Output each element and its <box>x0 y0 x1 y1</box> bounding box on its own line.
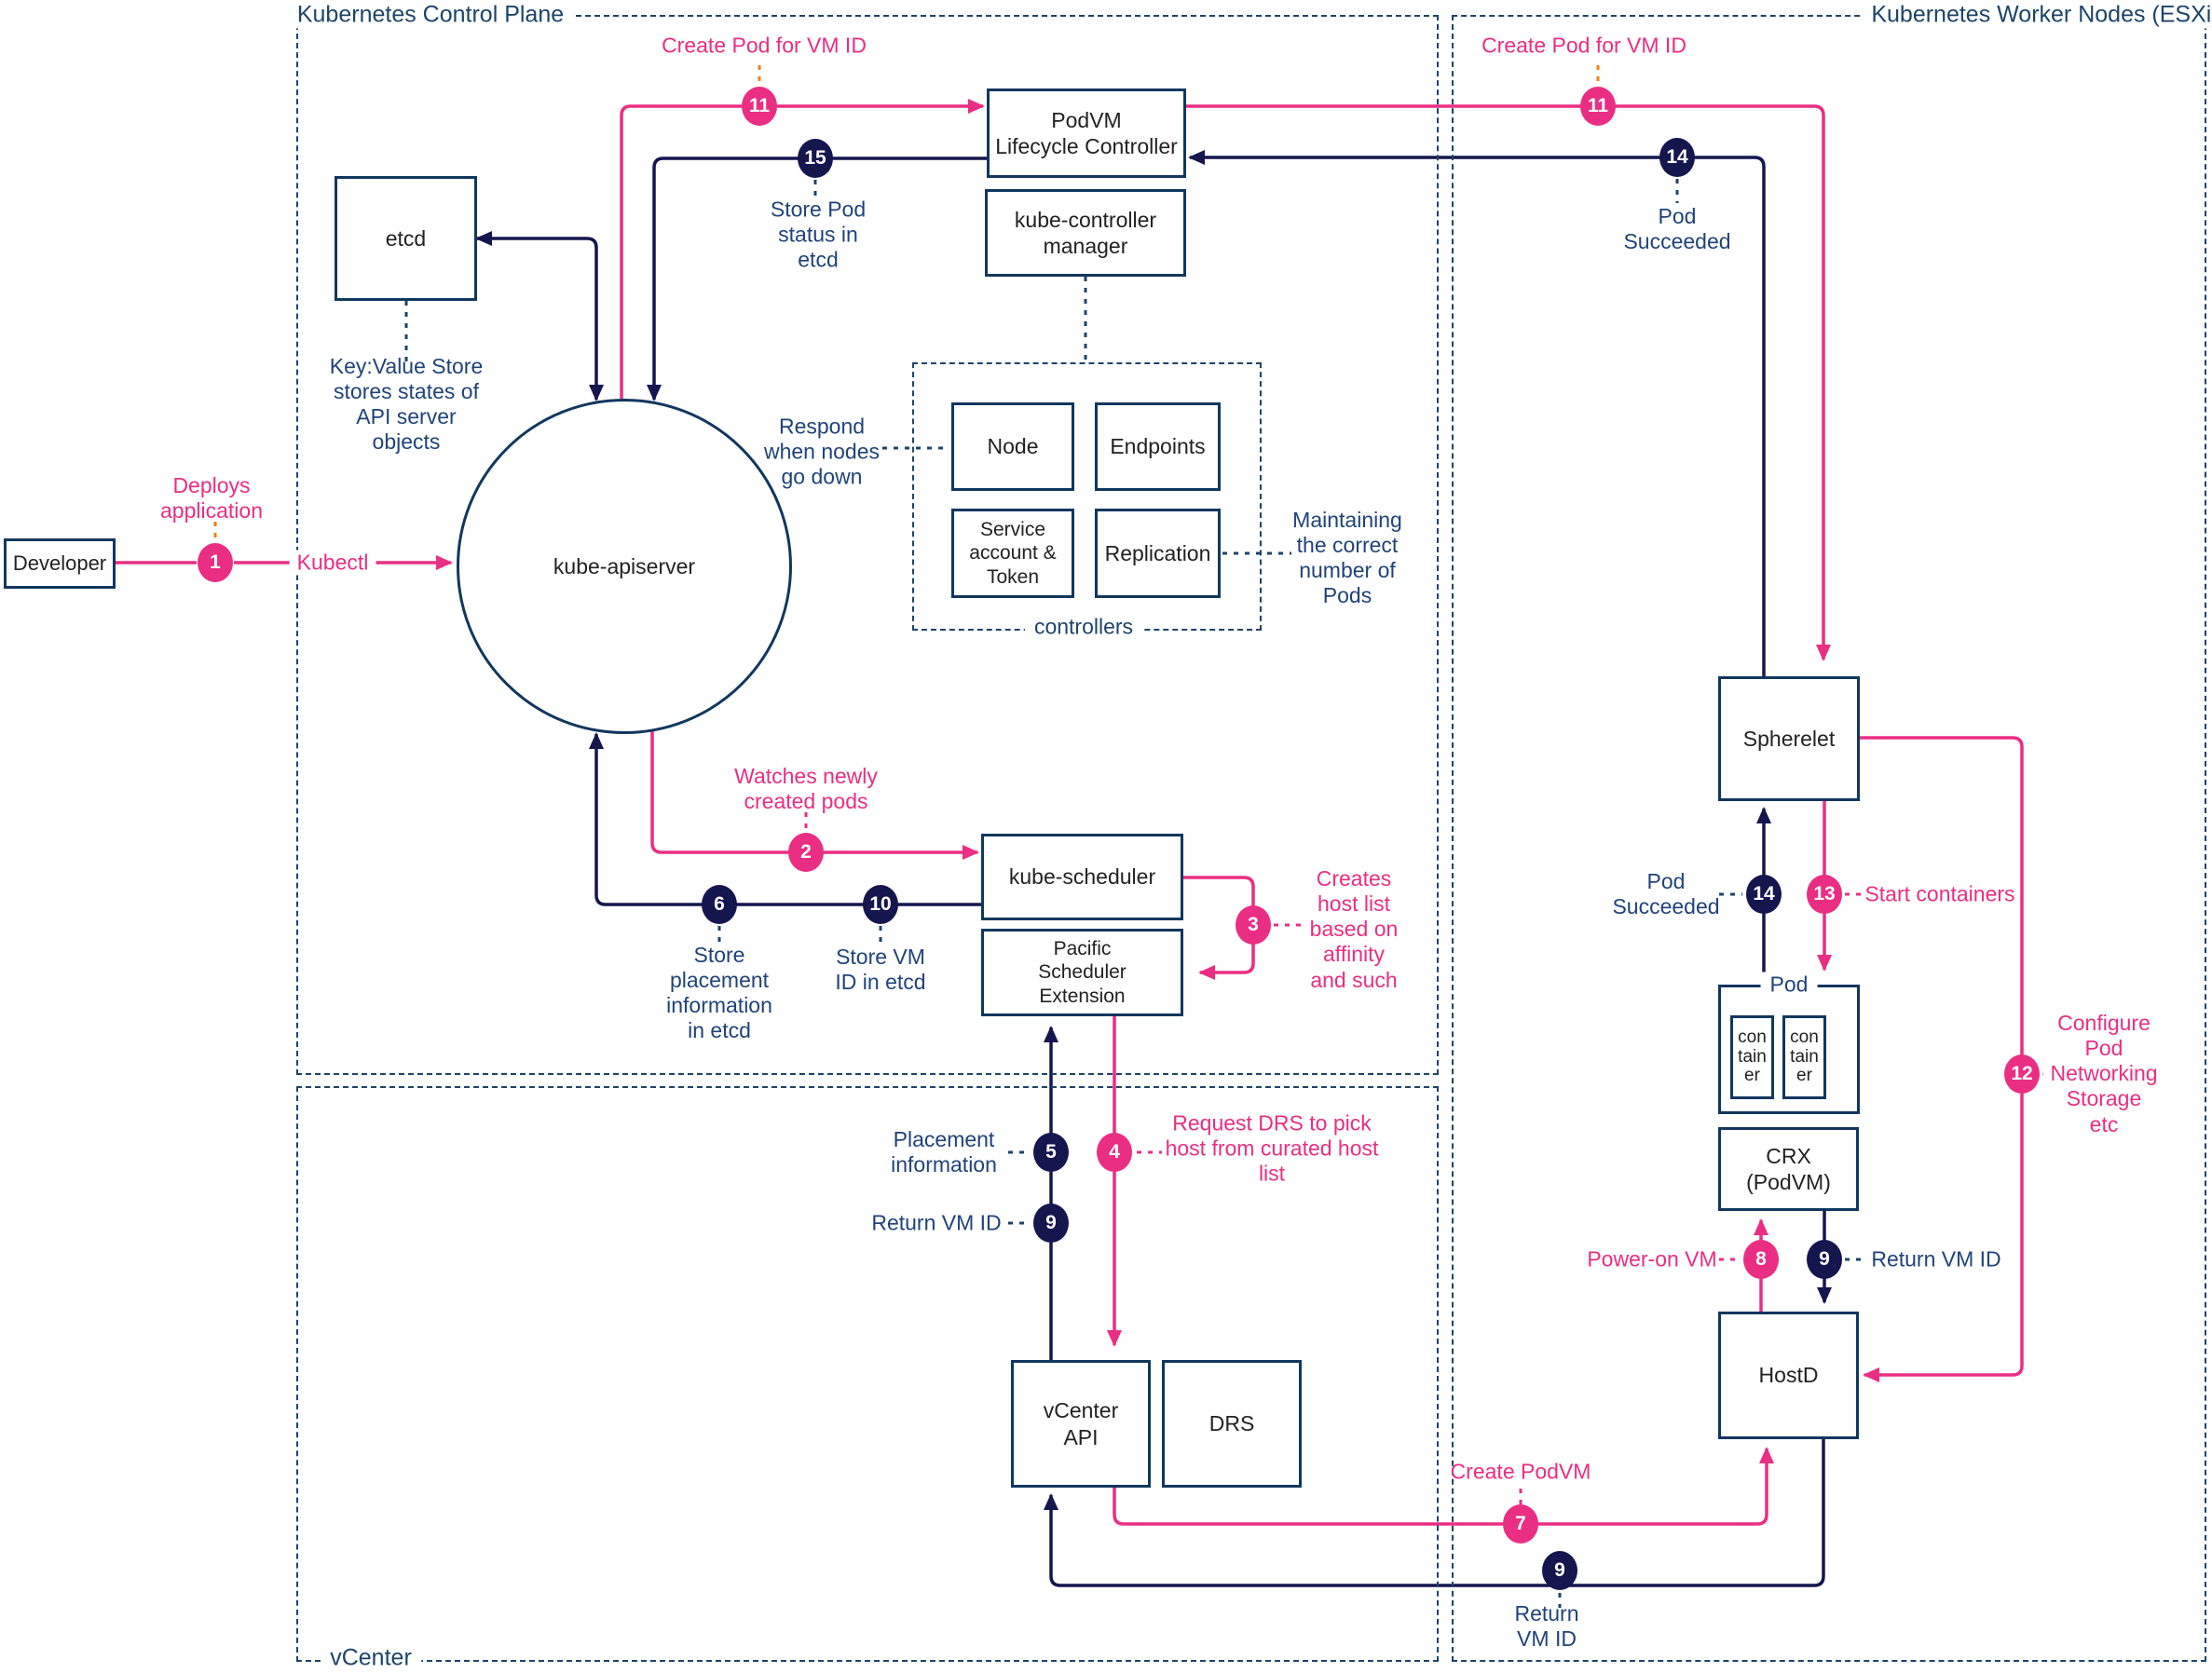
node-etcd: etcd <box>335 176 477 301</box>
annotation-power-on-vm: Power-on VM <box>1587 1246 1717 1272</box>
annotation-return-vm-id-vcenter: Return VM ID <box>871 1210 1002 1235</box>
badge-15: 15 <box>798 139 833 178</box>
badge-8: 8 <box>1743 1240 1779 1279</box>
badge-4: 4 <box>1097 1133 1132 1172</box>
annotation-store-pod-status: Store Pod status in etcd <box>770 197 867 272</box>
region-control-plane <box>296 15 1439 1075</box>
annotation-key-value-store: Key:Value Store stores states of API ser… <box>329 353 484 455</box>
annotation-create-podvm: Create PodVM <box>1450 1459 1591 1484</box>
node-label-pod: Pod <box>1760 972 1818 998</box>
flow-14-spherelet-to-podvmlc <box>1188 150 1766 676</box>
node-pacific-scheduler-extension: Pacific Scheduler Extension <box>981 929 1183 1016</box>
region-label-vcenter: vCenter <box>321 1644 421 1672</box>
flow-6-10-scheduler-to-apiserver <box>589 732 981 906</box>
flow-11-apiserver-to-podvmlc <box>620 99 985 399</box>
flow-11-podvmlc-to-spherelet <box>1186 104 1831 661</box>
badge-14b: 14 <box>1746 875 1782 914</box>
region-worker-nodes <box>1452 15 2206 1662</box>
badge-10: 10 <box>863 885 898 924</box>
node-container-2: con tain er <box>1782 1015 1826 1099</box>
node-container-1: con tain er <box>1730 1015 1774 1099</box>
annotation-pod-succeeded-mid: Pod Succeeded <box>1612 868 1720 918</box>
node-kube-scheduler: kube-scheduler <box>981 834 1183 920</box>
region-label-controllers: controllers <box>1024 614 1143 640</box>
badge-5: 5 <box>1033 1133 1069 1172</box>
node-hostd: HostD <box>1718 1312 1859 1439</box>
region-label-control-plane: Kubernetes Control Plane <box>287 1 574 29</box>
badge-9c: 9 <box>1542 1551 1577 1590</box>
flow-2-apiserver-to-scheduler <box>650 731 979 860</box>
annotation-kubectl: Kubectl <box>289 550 376 576</box>
flow-15-podvmlc-to-apiserver <box>647 156 987 401</box>
badge-6: 6 <box>702 885 737 924</box>
badge-2: 2 <box>788 833 824 872</box>
annotation-pod-succeeded-top: Pod Succeeded <box>1623 203 1731 253</box>
region-label-worker-nodes: Kubernetes Worker Nodes (ESXi) <box>1862 1 2212 29</box>
node-kube-apiserver: kube-apiserver <box>457 399 792 734</box>
node-podvm-lifecycle-controller: PodVM Lifecycle Controller <box>987 88 1186 178</box>
annotation-create-pod-left: Create Pod for VM ID <box>662 33 867 58</box>
badge-11b: 11 <box>1580 87 1616 126</box>
region-vcenter <box>296 1086 1439 1662</box>
node-crx-podvm: CRX (PodVM) <box>1718 1127 1859 1211</box>
node-drs: DRS <box>1162 1360 1302 1488</box>
badge-11a: 11 <box>742 87 777 126</box>
annotation-store-vm-id-etcd: Store VM ID in etcd <box>835 944 926 994</box>
flow-etcd-apiserver <box>475 231 604 401</box>
annotation-return-vm-id-right: Return VM ID <box>1871 1246 2001 1272</box>
node-vcenter-api: vCenter API <box>1011 1360 1151 1488</box>
annotation-return-vm-id-bottom: Return VM ID <box>1514 1600 1579 1651</box>
node-replication-controller: Replication <box>1095 509 1221 598</box>
annotation-placement-information: Placement information <box>891 1126 997 1177</box>
annotation-store-placement-information: Store placement information in etcd <box>666 942 772 1043</box>
badge-7: 7 <box>1503 1504 1538 1544</box>
node-endpoints-controller: Endpoints <box>1095 402 1221 491</box>
node-service-account-token: Service account & Token <box>951 509 1074 598</box>
annotation-start-containers: Start containers <box>1864 881 2015 906</box>
badge-1: 1 <box>198 543 233 582</box>
flow-7-vcenterapi-to-hostd <box>1113 1447 1774 1526</box>
badge-3: 3 <box>1236 905 1271 945</box>
annotation-respond-when-nodes-go-down: Respond when nodes go down <box>763 414 881 489</box>
badge-9b: 9 <box>1807 1240 1842 1279</box>
annotation-watches-newly-created-pods: Watches newly created pods <box>734 763 878 813</box>
badge-12: 12 <box>2004 1054 2040 1094</box>
node-spherelet: Spherelet <box>1718 676 1860 801</box>
annotation-request-drs: Request DRS to pick host from curated ho… <box>1165 1110 1379 1186</box>
node-node-controller: Node <box>951 402 1074 491</box>
annotation-creates-host-list: Creates host list based on affinity and … <box>1309 866 1399 992</box>
badge-9a: 9 <box>1033 1204 1069 1243</box>
annotation-configure-pod: Configure Pod Networking Storage etc <box>2042 1011 2165 1137</box>
annotation-maintaining-correct-number-pods: Maintaining the correct number of Pods <box>1292 507 1402 608</box>
node-developer: Developer <box>4 538 116 589</box>
badge-13: 13 <box>1807 875 1842 914</box>
badge-14a: 14 <box>1659 138 1695 177</box>
node-kube-controller-manager: kube-controller manager <box>985 189 1186 277</box>
annotation-create-pod-right: Create Pod for VM ID <box>1481 33 1686 58</box>
annotation-deploys-application: Deploys application <box>160 472 263 523</box>
